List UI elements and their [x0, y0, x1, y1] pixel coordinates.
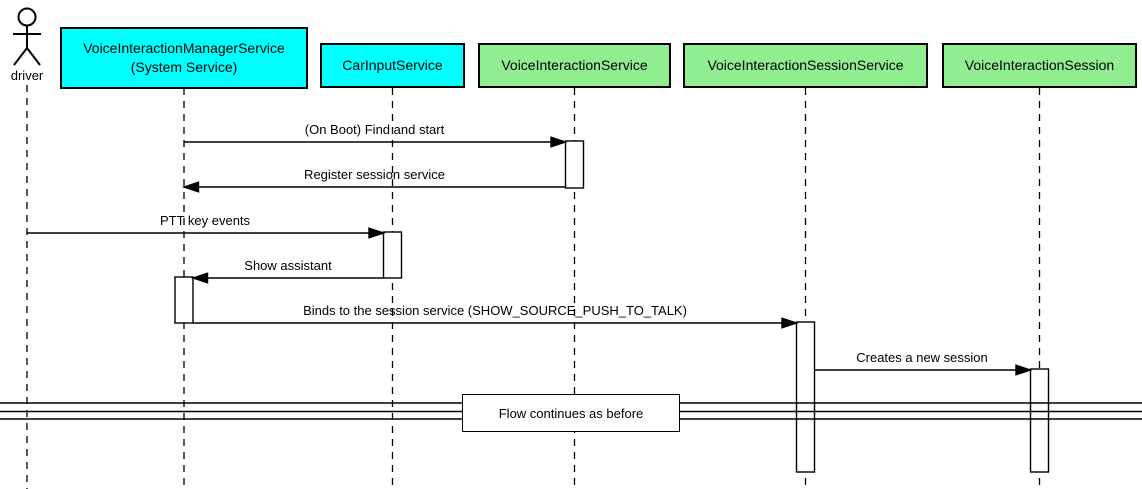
- activation-bar-voice-interaction-manager-service: [174, 276, 194, 324]
- participant-label-line1: VoiceInteractionManagerService: [83, 40, 285, 56]
- actor-label-driver: driver: [10, 68, 44, 83]
- message-arrow-show-assistant: [190, 272, 384, 284]
- message-label-creates-a-new-session: Creates a new session: [856, 350, 988, 365]
- message-label-show-assistant: Show assistant: [244, 258, 332, 273]
- participant-label-line2: (System Service): [130, 59, 238, 75]
- message-arrow-ptt-key-events: [27, 227, 386, 239]
- divider-flow-continues: Flow continues as before: [462, 394, 680, 432]
- message-arrow-creates-a-new-session: [814, 364, 1033, 376]
- message-arrow-register-session-service: [181, 181, 566, 193]
- participant-voice-interaction-service: VoiceInteractionService: [478, 43, 671, 88]
- participant-car-input-service: CarInputService: [320, 43, 465, 88]
- activation-bar-voice-interaction-session-service: [795, 321, 816, 473]
- participant-voice-interaction-session-service: VoiceInteractionSessionService: [683, 43, 928, 88]
- message-arrow-on-boot-find-and-start: [184, 136, 568, 148]
- participant-label: VoiceInteractionSession: [964, 57, 1115, 73]
- activation-bar-car-input-service: [382, 231, 403, 279]
- message-label-on-boot-find-and-start: (On Boot) Find and start: [304, 122, 445, 137]
- message-label-ptt-key-events: PTT key events: [159, 213, 251, 228]
- participant-label: VoiceInteractionService: [501, 57, 648, 73]
- activation-bar-voice-interaction-session: [1029, 368, 1050, 473]
- participant-voice-interaction-manager-service: VoiceInteractionManagerService (System S…: [60, 27, 308, 89]
- actor-icon: [13, 7, 41, 66]
- message-arrow-binds-to-session-service: [193, 317, 799, 329]
- participant-label: VoiceInteractionSessionService: [707, 57, 904, 73]
- message-label-register-session-service: Register session service: [304, 167, 445, 182]
- participant-label: CarInputService: [342, 57, 443, 73]
- participant-voice-interaction-session: VoiceInteractionSession: [942, 43, 1137, 88]
- activation-bar-voice-interaction-service: [564, 140, 585, 189]
- message-label-binds-to-session-service: Binds to the session service (SHOW_SOURC…: [303, 303, 687, 318]
